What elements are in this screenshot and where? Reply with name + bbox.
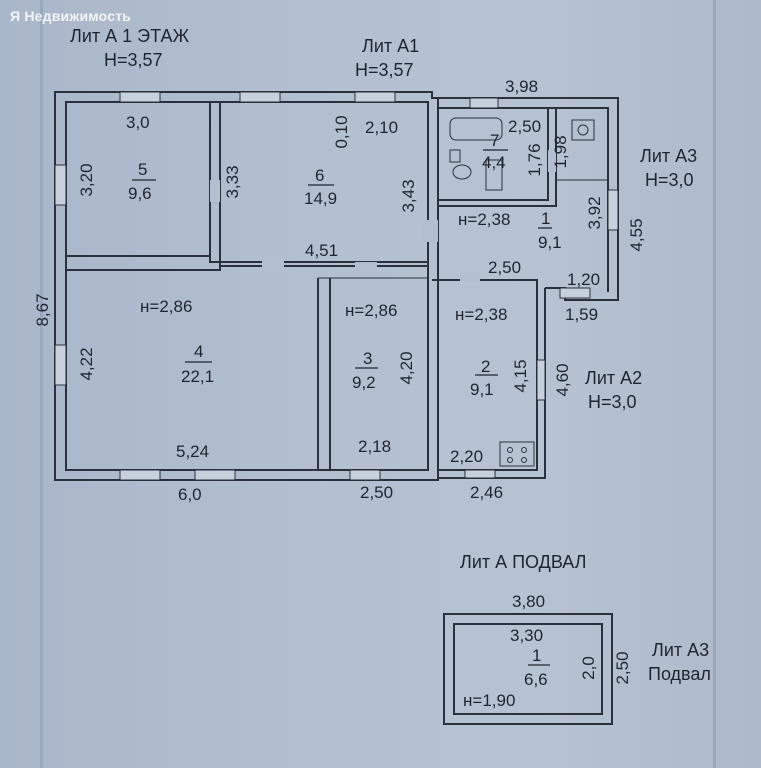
room-2-ceiling: н=2,38 <box>455 305 507 324</box>
dim-bottom-left: 6,0 <box>178 485 202 504</box>
area-fraction-lines <box>132 149 552 666</box>
room-1-width-small: 1,20 <box>567 270 600 289</box>
lit-a1-height: H=3,57 <box>355 60 414 80</box>
room-6: 2,10 0,10 3,43 6 14,9 4,51 <box>304 115 418 260</box>
windows <box>54 91 619 481</box>
room-4-height: 4,22 <box>77 347 96 380</box>
lit-a-height: H=3,57 <box>104 50 163 70</box>
room-1-width: 2,50 <box>488 258 521 277</box>
sheet-fold-right <box>713 0 716 768</box>
room-6-offset: 0,10 <box>332 115 351 148</box>
stove-icon <box>499 441 535 467</box>
interior-walls <box>66 102 608 470</box>
dim-a3-bottom: 1,59 <box>565 305 598 324</box>
room-2: н=2,38 2 9,1 4,15 2,20 <box>450 305 530 466</box>
room-7-height-right: 1,98 <box>551 135 570 168</box>
watermark-text: Недвижимость <box>24 8 132 24</box>
basement-title: Лит А ПОДВАЛ <box>460 552 586 572</box>
room-5-number: 5 <box>138 160 147 179</box>
room-4-number: 4 <box>194 342 203 361</box>
dim-total-height: 8,67 <box>33 293 52 326</box>
basement-lit-title: Лит А3 <box>652 640 709 660</box>
basement-inner-height: 2,0 <box>579 656 598 680</box>
room-2-number: 2 <box>481 357 490 376</box>
room-6-area: 14,9 <box>304 189 337 208</box>
room-4: н=2,86 4,22 4 22,1 5,24 <box>77 297 214 461</box>
room-2-width: 2,20 <box>450 447 483 466</box>
room-7-number: 7 <box>490 131 499 150</box>
watermark-logo-icon: Я <box>10 8 21 24</box>
room-5-height-right: 3,33 <box>223 165 242 198</box>
room-3-height: 4,20 <box>397 351 416 384</box>
lit-a3-title: Лит А3 <box>640 146 697 166</box>
dim-bottom-mid: 2,50 <box>360 483 393 502</box>
dim-a3-side: 4,55 <box>627 218 646 251</box>
plan-labels: Лит А 1 ЭТАЖ H=3,57 Лит А1 H=3,57 Лит А3… <box>33 26 697 504</box>
room-2-height: 4,15 <box>511 359 530 392</box>
room-7-width: 2,50 <box>508 117 541 136</box>
room-1-ceiling: н=2,38 <box>458 210 510 229</box>
room-6-width: 2,10 <box>365 118 398 137</box>
room-5-width: 3,0 <box>126 113 150 132</box>
room-1: н=2,38 1 9,1 3,92 2,50 1,20 <box>458 196 604 289</box>
room-1-height: 3,92 <box>585 196 604 229</box>
room-1-area: 9,1 <box>538 233 562 252</box>
lit-a2-height: H=3,0 <box>588 392 637 412</box>
room-7-area: 4,4 <box>482 153 506 172</box>
room-6-width-bottom: 4,51 <box>305 241 338 260</box>
basement-outer-height: 2,50 <box>613 651 632 684</box>
dim-a2-side: 4,60 <box>553 363 572 396</box>
basement-inner-width: 3,30 <box>510 626 543 645</box>
dim-bottom-right: 2,46 <box>470 483 503 502</box>
lit-a-title: Лит А 1 ЭТАЖ <box>70 26 189 46</box>
room-6-number: 6 <box>315 166 324 185</box>
doors <box>210 150 556 282</box>
basement-ceiling: н=1,90 <box>463 691 515 710</box>
lit-a3-height: H=3,0 <box>645 170 694 190</box>
lit-a2-title: Лит А2 <box>585 368 642 388</box>
basement-lit-sub: Подвал <box>648 664 711 684</box>
room-1-number: 1 <box>541 209 550 228</box>
room-3: н=2,86 3 9,2 4,20 2,18 <box>345 301 416 456</box>
room-4-area: 22,1 <box>181 367 214 386</box>
room-7: 2,50 7 4,4 1,76 1,98 <box>482 117 570 177</box>
watermark: Я Недвижимость <box>10 8 131 24</box>
basement-room-number: 1 <box>532 646 541 665</box>
basement-outer-width: 3,80 <box>512 592 545 611</box>
room-3-ceiling: н=2,86 <box>345 301 397 320</box>
room-2-area: 9,1 <box>470 380 494 399</box>
sheet-fold-left <box>40 0 43 768</box>
room-6-height: 3,43 <box>399 179 418 212</box>
room-3-number: 3 <box>363 349 372 368</box>
room-5-height: 3,20 <box>77 163 96 196</box>
room-5-area: 9,6 <box>128 184 152 203</box>
room-7-height: 1,76 <box>525 143 544 176</box>
dim-top-a3: 3,98 <box>505 77 538 96</box>
room-4-width: 5,24 <box>176 442 209 461</box>
room-5: 3,0 3,20 3,33 5 9,6 <box>77 113 242 203</box>
bathroom-fixtures-icon <box>449 117 595 191</box>
basement-room-area: 6,6 <box>524 670 548 689</box>
room-4-ceiling: н=2,86 <box>140 297 192 316</box>
room-3-area: 9,2 <box>352 373 376 392</box>
lit-a1-title: Лит А1 <box>362 36 419 56</box>
room-3-width: 2,18 <box>358 437 391 456</box>
basement-plan: Лит А ПОДВАЛ 3,80 3,30 1 6,6 н=1,90 2,0 … <box>443 552 711 725</box>
